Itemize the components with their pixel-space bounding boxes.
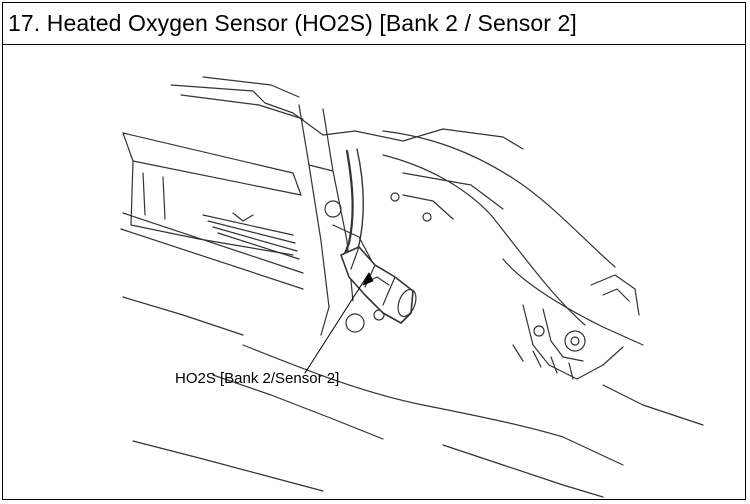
title-bar: 17. Heated Oxygen Sensor (HO2S) [Bank 2 … xyxy=(3,3,745,45)
figure-title: 17. Heated Oxygen Sensor (HO2S) [Bank 2 … xyxy=(8,10,577,36)
callout-label: HO2S [Bank 2/Sensor 2] xyxy=(175,370,340,387)
sensor-location-drawing xyxy=(3,45,745,499)
